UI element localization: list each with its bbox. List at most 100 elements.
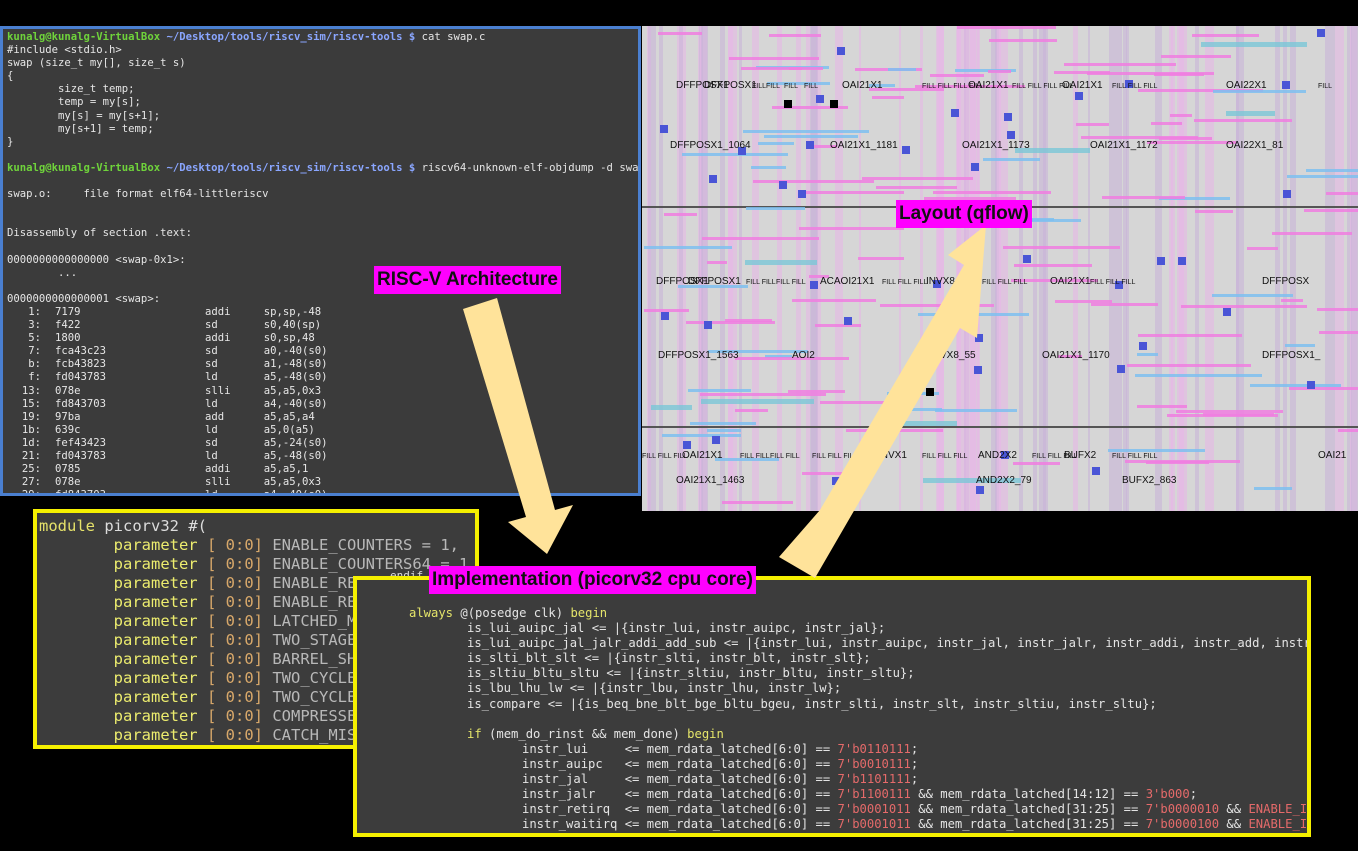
terminal-line: swap.o: file format elf64-littleriscv: [7, 188, 634, 201]
stripe: [1039, 26, 1046, 511]
asm-operands: a4,-40(s0): [263, 489, 328, 496]
asm-operands: s0,40(sp): [263, 319, 322, 332]
stripe: [939, 26, 944, 511]
cell-label: DFFPOSX1_: [1262, 350, 1321, 361]
wire: [869, 84, 895, 87]
cell-label: OAI21X1_1172: [1090, 140, 1158, 151]
cell-label: OAI21X1: [968, 80, 1009, 91]
wire: [1272, 232, 1352, 235]
wire: [1076, 123, 1109, 126]
asm-operands: a5,a5,0x3: [263, 476, 322, 489]
via: [1001, 451, 1009, 459]
via: [1092, 467, 1100, 475]
code-text: instr_retirq <= mem_rdata_latched[6:0] =…: [522, 802, 1308, 817]
via: [798, 190, 806, 198]
stripe: [701, 26, 703, 511]
code-line: is_compare <= |{is_beq_bne_blt_bge_bltu_…: [409, 697, 1307, 712]
stripe: [679, 26, 683, 511]
parameter-keyword: parameter: [113, 669, 198, 687]
cell-label: FILL FILL FILL FILL: [922, 83, 983, 90]
wire: [1289, 387, 1358, 390]
wire: [957, 26, 1056, 29]
code-text: is_sltiu_bltu_sltu <= |{instr_sltiu, ins…: [467, 666, 915, 681]
cell-label: DFFPOSX1_1563: [658, 350, 739, 361]
contact: [910, 388, 918, 396]
via: [1282, 81, 1290, 89]
wire: [1138, 334, 1242, 337]
asm-mnemonic: slli: [205, 476, 231, 489]
terminal-line: }: [7, 136, 634, 149]
cell-label: FILL FILL: [740, 453, 770, 460]
wire: [1338, 429, 1358, 432]
code-line: is_slti_blt_slt <= |{instr_slti, instr_b…: [409, 651, 1307, 666]
code-text: always @(posedge clk) begin: [409, 606, 608, 620]
wire: [880, 408, 942, 411]
via: [816, 95, 824, 103]
wire: [1281, 299, 1303, 302]
asm-mnemonic: sd: [205, 319, 218, 332]
wire: [1108, 449, 1205, 452]
via: [704, 321, 712, 329]
stripe: [777, 26, 782, 511]
code-line: if (mem_do_rinst && mem_done) begin: [409, 727, 1307, 742]
wire: [729, 57, 819, 60]
cell-label: AOI2: [792, 350, 815, 361]
wire: [765, 355, 792, 358]
wire: [1127, 364, 1251, 367]
code-text: is_lui_auipc_jal <= |{instr_lui, instr_a…: [467, 621, 886, 636]
wire: [678, 285, 748, 288]
terminal-text: ...: [7, 266, 78, 279]
via: [975, 334, 983, 342]
wire: [935, 409, 1017, 412]
code-line: is_lui_auipc_jal <= |{instr_lui, instr_a…: [409, 621, 1307, 636]
wire: [1287, 175, 1358, 178]
cell-label: OAI21: [1318, 450, 1347, 461]
layout-qflow-label: Layout (qflow): [896, 200, 1032, 228]
wire: [1181, 305, 1307, 308]
via: [779, 181, 787, 189]
asm-mnemonic: sd: [205, 358, 218, 371]
parameter-keyword: parameter: [113, 536, 198, 554]
wire: [1161, 55, 1231, 58]
terminal-line: temp = my[s];: [7, 96, 634, 109]
stripe: [1019, 26, 1023, 511]
wire: [769, 34, 821, 37]
wire: [1212, 294, 1293, 297]
stripe: [835, 26, 843, 511]
terminal-text: temp = my[s];: [7, 96, 141, 109]
wire: [764, 135, 858, 138]
asm-offset: 1:: [28, 305, 41, 318]
parameter-range: [ 0:0]: [207, 650, 263, 668]
via: [738, 147, 746, 155]
terminal-line: Disassembly of section .text:: [7, 227, 634, 240]
stripe: [959, 26, 968, 511]
wire: [1319, 331, 1358, 334]
wire: [789, 67, 823, 70]
terminal-line: size_t temp;: [7, 83, 634, 96]
asm-opcode: 97ba: [55, 410, 81, 423]
parameter-keyword: parameter: [113, 631, 198, 649]
asm-operands: a5,0(a5): [263, 423, 315, 436]
stripe: [1335, 26, 1344, 511]
wire: [682, 153, 788, 156]
asm-offset: 27:: [21, 476, 41, 489]
terminal-text: }: [7, 135, 14, 148]
wire: [1154, 73, 1204, 76]
asm-mnemonic: sd: [205, 436, 218, 449]
cell-label: FILL FILL FILL: [922, 453, 967, 460]
asm-operands: a5,a5,0x3: [263, 384, 322, 397]
asm-operands: sp,sp,-48: [263, 305, 322, 318]
cell-label: FILL: [766, 83, 780, 90]
stripe: [1325, 26, 1329, 511]
terminal-line: 0000000000000000 <swap-0x1>:: [7, 254, 634, 267]
wire: [707, 261, 727, 264]
cell-label: DFFPOSX: [1262, 276, 1310, 287]
wire: [933, 191, 1051, 194]
stripe: [699, 26, 708, 511]
stripe: [1114, 26, 1122, 511]
via: [1157, 257, 1165, 265]
asm-offset: 25:: [21, 463, 41, 476]
terminal-window[interactable]: kunalg@kunalg-VirtualBox ~/Desktop/tools…: [0, 26, 641, 496]
